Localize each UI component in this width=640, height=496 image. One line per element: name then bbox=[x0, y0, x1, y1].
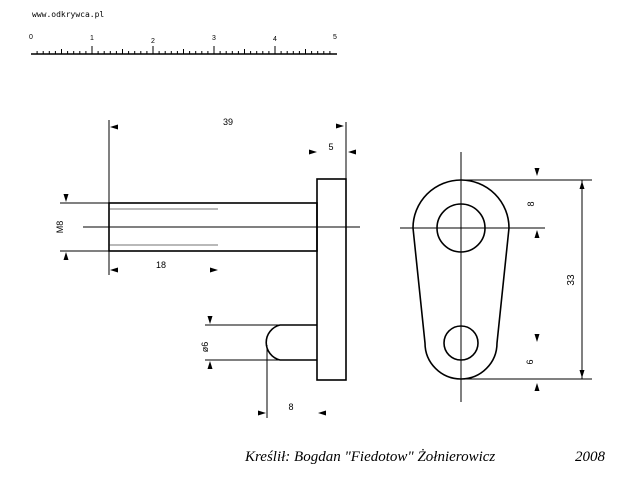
dim-pin-diameter: ø6 bbox=[200, 342, 210, 353]
author-credit: Kreślił: Bogdan "Fiedotow" Żołnierowicz bbox=[244, 449, 495, 465]
ruler-label: 1 bbox=[90, 35, 94, 42]
pin bbox=[265, 324, 317, 361]
dim-flange-thickness: 5 bbox=[328, 142, 333, 152]
dim-top-offset: 8 bbox=[526, 201, 536, 206]
dim-bottom-offset: 6 bbox=[525, 359, 535, 364]
front-view: 8 33 6 bbox=[400, 152, 592, 402]
scale-ruler: 0 1 2 3 4 5 bbox=[29, 34, 337, 55]
ruler-label: 0 bbox=[29, 34, 33, 41]
dim-height: 33 bbox=[566, 274, 577, 286]
ruler-label: 2 bbox=[151, 38, 155, 45]
dim-thread-length: 18 bbox=[156, 260, 166, 270]
ruler-label: 5 bbox=[333, 34, 337, 41]
year: 2008 bbox=[575, 449, 606, 465]
ruler-label: 3 bbox=[212, 35, 216, 42]
flange bbox=[316, 178, 347, 381]
side-view: 39 5 M8 18 ø6 8 bbox=[55, 117, 360, 418]
ruler-label: 4 bbox=[273, 36, 277, 43]
dim-pin-offset: 8 bbox=[288, 402, 293, 412]
site-url: www.odkrywca.pl bbox=[32, 10, 104, 19]
dim-total-length: 39 bbox=[223, 117, 233, 127]
dim-thread: M8 bbox=[55, 221, 65, 234]
